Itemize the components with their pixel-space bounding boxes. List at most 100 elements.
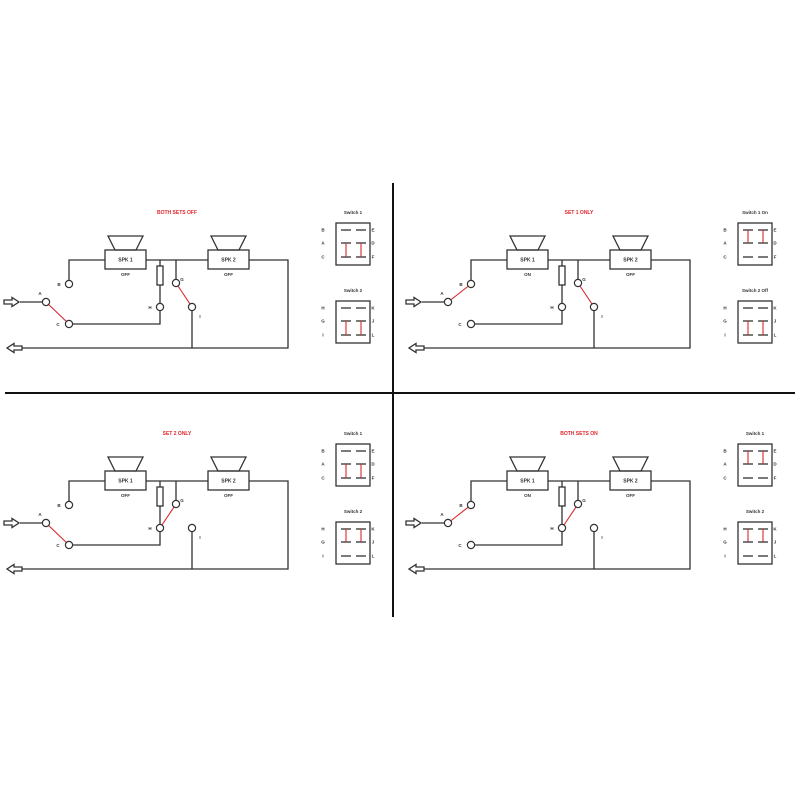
switch2-lever	[175, 282, 193, 308]
input-arrow-icon	[3, 517, 21, 529]
input-arrow-icon	[405, 517, 423, 529]
spk1-speaker: SPK 1 ON	[506, 235, 549, 277]
terminal-label-h: H	[550, 305, 553, 310]
terminal-c	[466, 319, 476, 329]
spk1-label: SPK 1	[118, 258, 133, 264]
switch2-pin-right: K	[773, 306, 777, 311]
panel-title: SET 2 ONLY	[163, 431, 192, 437]
terminal-label-g: G	[180, 498, 184, 503]
switch2-pin-left: I	[322, 554, 323, 559]
switch1-title: Switch 1 On	[742, 210, 768, 215]
switch1-lever	[447, 283, 472, 303]
spk1-state: ON	[524, 272, 531, 277]
switch1-pin-right: D	[773, 241, 777, 246]
terminal-label-h: H	[148, 305, 151, 310]
switch2-pin-left: G	[723, 540, 727, 545]
switch1-lever	[447, 504, 472, 524]
terminal-label-h: H	[148, 526, 151, 531]
switch1-pin-left: C	[723, 255, 727, 260]
speaker-horn-icon	[508, 456, 547, 472]
switch2-pin-left: H	[723, 527, 726, 532]
wire	[73, 532, 161, 546]
terminal-label-b: B	[57, 503, 61, 508]
spk2-state: OFF	[224, 272, 233, 277]
panel-title: SET 1 ONLY	[565, 210, 594, 216]
terminal-i	[589, 302, 599, 312]
switch1-lever	[45, 301, 70, 325]
switch2-pin-left: I	[724, 333, 725, 338]
switch2-box	[737, 300, 773, 344]
spk2-label: SPK 2	[623, 258, 638, 264]
speaker-horn-icon	[611, 456, 650, 472]
speaker-horn-icon	[106, 235, 145, 251]
switch1-pin-left: A	[723, 241, 727, 246]
terminal-c	[64, 540, 74, 550]
terminal-label-g: G	[582, 498, 586, 503]
wire	[424, 480, 691, 570]
output-arrow-icon	[407, 563, 425, 575]
switch2-box	[335, 521, 371, 565]
switch1-pin-right: D	[773, 462, 777, 467]
switch2-pin-left: G	[321, 540, 325, 545]
switch1-pin-left: A	[321, 462, 325, 467]
spk2-state: OFF	[224, 493, 233, 498]
switch1-box	[737, 222, 773, 266]
panel-title: BOTH SETS ON	[560, 431, 598, 437]
wire	[73, 311, 161, 325]
wire	[470, 259, 507, 280]
spk2-speaker: SPK 2 OFF	[207, 235, 250, 277]
spk1-label: SPK 1	[520, 258, 535, 264]
switch1-pin-left: B	[723, 449, 727, 454]
terminal-c	[64, 319, 74, 329]
spk2-label: SPK 2	[221, 258, 236, 264]
terminal-label-a: A	[38, 291, 42, 296]
terminal-g	[573, 278, 583, 288]
switch2-pin-right: J	[372, 540, 375, 545]
switch2-pin-left: H	[321, 306, 324, 311]
switch2-pin-left: G	[723, 319, 727, 324]
terminal-label-i: I	[199, 314, 200, 319]
wire	[424, 259, 691, 349]
switch2-pin-right: J	[774, 540, 777, 545]
switch2-pin-right: K	[371, 306, 375, 311]
switch1-pin-left: A	[321, 241, 325, 246]
resistor	[558, 265, 566, 286]
terminal-label-a: A	[38, 512, 42, 517]
switch1-pin-left: B	[321, 449, 325, 454]
resistor	[156, 486, 164, 507]
terminal-label-g: G	[582, 277, 586, 282]
switch2-title: Switch 2	[344, 509, 363, 514]
speaker-horn-icon	[209, 456, 248, 472]
switch1-pin-left: C	[723, 476, 727, 481]
terminal-b	[466, 500, 476, 510]
switch2-box	[335, 300, 371, 344]
terminal-label-a: A	[440, 291, 444, 296]
switch2-title: Switch 2	[746, 509, 765, 514]
terminal-a	[443, 518, 453, 528]
switch2-pin-right: L	[372, 333, 375, 338]
terminal-g	[171, 278, 181, 288]
terminal-label-i: I	[199, 535, 200, 540]
terminal-h	[155, 523, 165, 533]
spk1-label: SPK 1	[520, 479, 535, 485]
terminal-label-b: B	[57, 282, 61, 287]
resistor	[156, 265, 164, 286]
switch2-pin-right: J	[774, 319, 777, 324]
terminal-a	[41, 518, 51, 528]
wire	[475, 311, 563, 325]
terminal-h	[557, 302, 567, 312]
switch2-pin-left: I	[724, 554, 725, 559]
terminal-label-h: H	[550, 526, 553, 531]
switch2-title: Switch 2 Off	[742, 288, 769, 293]
